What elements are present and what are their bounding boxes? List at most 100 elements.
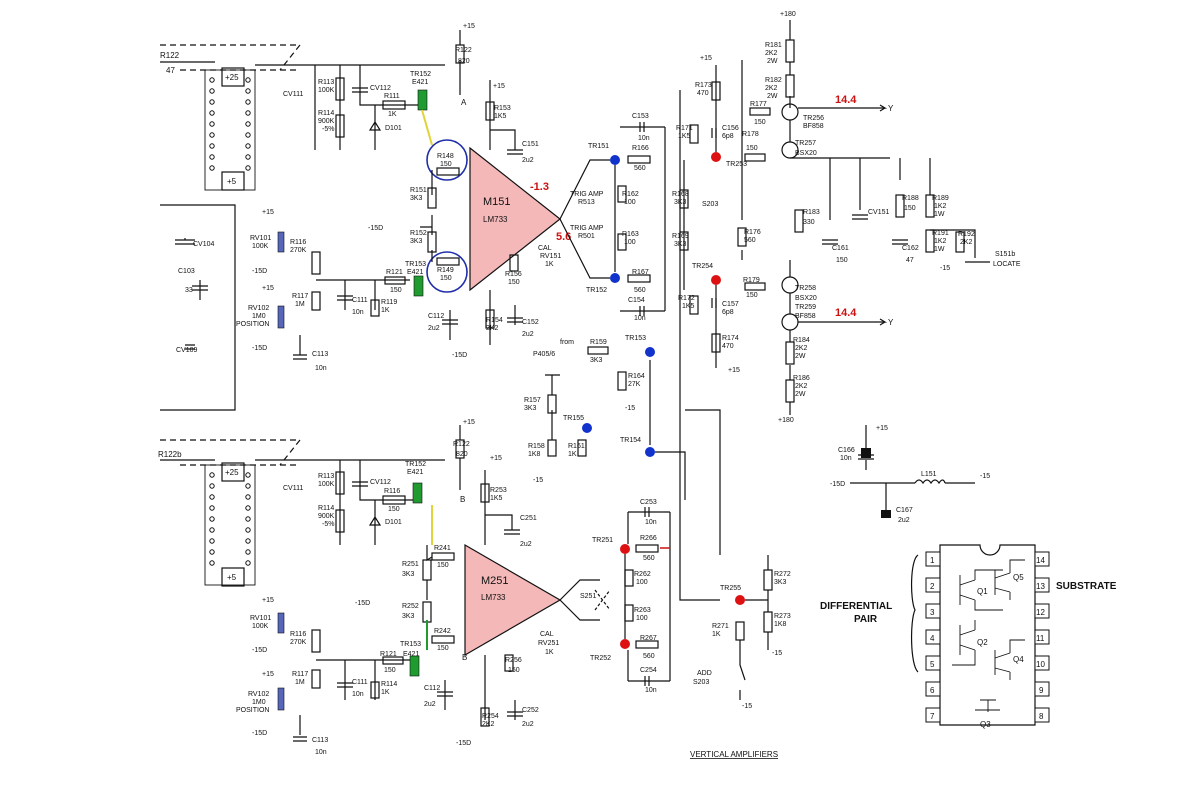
- r159-label: R159: [590, 339, 607, 346]
- tr152-label: TR152: [410, 71, 431, 78]
- chip-pin-number: 7: [930, 712, 935, 721]
- r148-value: 150: [440, 161, 452, 168]
- add-s203: S203: [693, 679, 709, 686]
- rv102b-label: RV102: [248, 691, 269, 698]
- r114c-label: R114: [381, 681, 397, 688]
- r184-power: 2W: [795, 353, 806, 360]
- c103-value: 33: [185, 287, 193, 294]
- m15-r164: -15: [625, 405, 635, 412]
- tr259-label: TR259: [795, 304, 816, 311]
- r272-value: 3K3: [774, 579, 787, 586]
- tr152c-highlight: [412, 482, 423, 504]
- c167-body: [881, 510, 891, 518]
- switch-contact: [209, 99, 215, 105]
- r251-label: R251: [402, 561, 419, 568]
- s251-label: S251: [580, 593, 596, 600]
- p5-label: +5: [227, 177, 237, 186]
- c251-label: C251: [520, 515, 537, 522]
- r161-value: 1K: [568, 451, 577, 458]
- c152-label: C152: [522, 319, 539, 326]
- r148-group: R148 150: [426, 139, 468, 181]
- tr151-label: TR151: [588, 143, 609, 150]
- r252-value: 3K3: [402, 613, 415, 620]
- c166-value: 10n: [840, 455, 852, 462]
- r256-value: 150: [508, 667, 520, 674]
- chip-pin-box: [1034, 681, 1050, 697]
- diagram-title: VERTICAL AMPLIFIERS: [690, 750, 778, 759]
- tr152b-label: TR152: [586, 287, 607, 294]
- switch-contact: [245, 516, 251, 522]
- r158-label: R158: [528, 443, 545, 450]
- m15-l151: -15: [980, 473, 990, 480]
- chip-pin-box: [1034, 655, 1050, 671]
- m251-label: M251: [481, 575, 509, 587]
- r177-label: R177: [750, 101, 767, 108]
- tr153c-highlight: [409, 655, 420, 677]
- tr253-dot: [711, 152, 721, 162]
- r191-value: 1K2: [934, 238, 947, 245]
- r183-label: R183: [803, 209, 820, 216]
- rv102-value: 1M0: [252, 313, 266, 320]
- p15-r174: +15: [728, 367, 740, 374]
- m15d-c112: -15D: [452, 352, 467, 359]
- p15-rv102b: +15: [262, 671, 274, 678]
- tr255-block: TR255 R271 1K ADD S203 -15 R272 3K3 R273…: [679, 90, 791, 710]
- switch-contact: [209, 494, 215, 500]
- tr152b-dot: [610, 273, 620, 283]
- r166-value: 560: [634, 165, 646, 172]
- r172-value: 1K5: [682, 303, 695, 310]
- switch-contact: [209, 560, 215, 566]
- tr155-label: TR155: [563, 415, 584, 422]
- chip-pin-box: [1034, 603, 1050, 619]
- r163-value: 100: [624, 239, 636, 246]
- chip-pin-box: [925, 681, 941, 697]
- chip-pin-number: 2: [930, 582, 935, 591]
- bottom-supply-decoupling: +15 R253 1K5 C251 2u2 R256 150 CAL RV251…: [480, 455, 559, 728]
- r148-highlight-circle: [426, 139, 468, 181]
- switch-contact: [245, 472, 251, 478]
- switch-contact: [245, 77, 251, 83]
- tr252-label: TR252: [590, 655, 611, 662]
- r153-label: R153: [494, 105, 511, 112]
- q2-label: Q2: [977, 638, 988, 647]
- m251-opamp: M251 LM733 S251: [464, 470, 611, 720]
- rv102b-trim: [277, 687, 285, 711]
- chip-pin-number: 12: [1036, 608, 1045, 617]
- c167-value: 2u2: [898, 517, 910, 524]
- r241-label: R241: [434, 545, 451, 552]
- m15d-rv101b: -15D: [252, 647, 267, 654]
- r262-label: R262: [634, 571, 651, 578]
- r122b-value: 820: [458, 58, 470, 65]
- chip-pin-number: 13: [1036, 582, 1045, 591]
- tr251-label: TR251: [592, 537, 613, 544]
- cv112b-label: CV112: [370, 479, 391, 486]
- r117-value: 1M: [295, 301, 305, 308]
- top-supply-decoupling: +15 R153 1K5 C151 2u2 R156 150 CAL RV151…: [485, 83, 561, 338]
- switch-contact: [245, 560, 251, 566]
- cv151-label: CV151: [868, 209, 890, 216]
- r113b-label: R113: [318, 473, 334, 480]
- r114-value: 900K: [318, 118, 335, 125]
- chip-pin-number: 14: [1036, 556, 1045, 565]
- c157-value: 6p8: [722, 309, 734, 316]
- r153-value: 1K5: [494, 113, 507, 120]
- chip-pin-number: 10: [1036, 660, 1045, 669]
- tr259-type: BF858: [795, 313, 816, 320]
- switch-contact: [209, 77, 215, 83]
- r262-value: 100: [636, 579, 648, 586]
- r117-label: R117: [292, 293, 308, 300]
- r116s-label: R116: [384, 488, 400, 495]
- c113-value: 10n: [315, 365, 327, 372]
- r163-label: R163: [622, 231, 639, 238]
- c154-value: 10n: [634, 315, 646, 322]
- bottom-output-pair: C253 10n TR251 R266 560 R262 100 R263 10…: [590, 499, 671, 694]
- tr154-dot: [645, 447, 655, 457]
- c251-value: 2u2: [520, 541, 532, 548]
- r267-value: 560: [643, 653, 655, 660]
- r251-value: 3K3: [402, 571, 415, 578]
- c103-label: C103: [178, 268, 195, 275]
- c156-value: 6p8: [722, 133, 734, 140]
- switch-contact: [209, 527, 215, 533]
- rv251-label: RV251: [538, 640, 559, 647]
